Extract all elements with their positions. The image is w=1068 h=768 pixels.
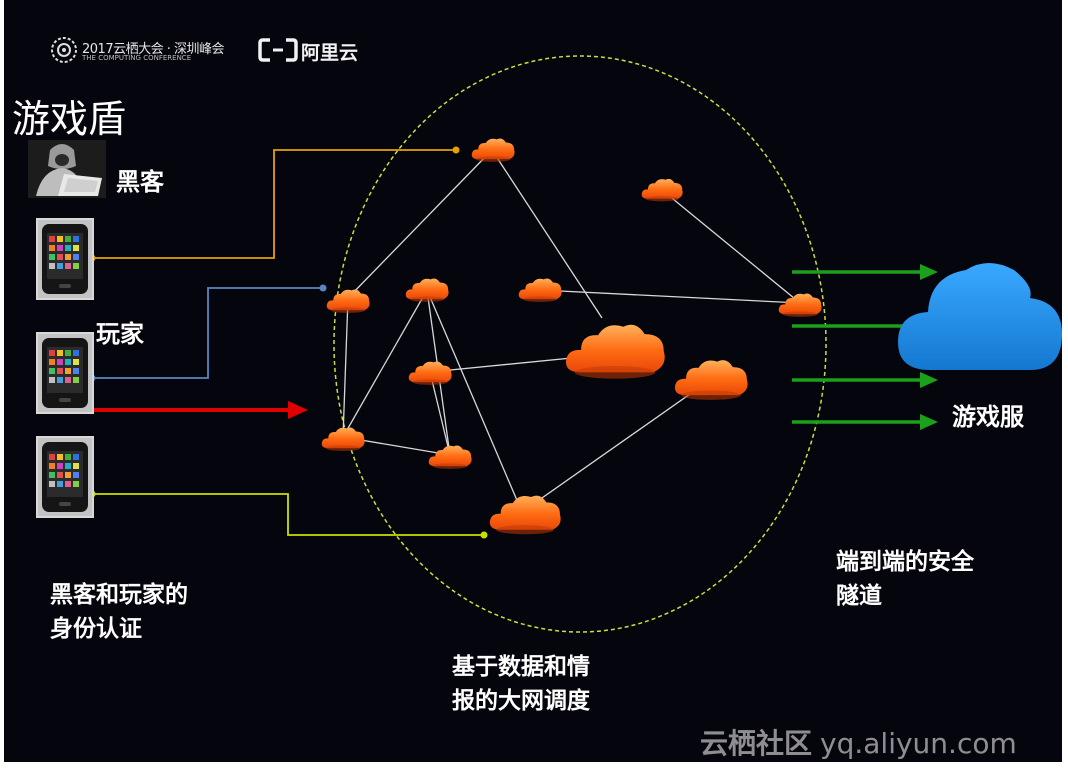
mesh-links	[342, 149, 801, 513]
conference-subtitle: THE COMPUTING CONFERENCE	[82, 54, 192, 62]
conference-logo-icon	[51, 37, 77, 63]
cloud-node-large	[566, 324, 665, 379]
cloud-node	[641, 178, 683, 202]
label-network-scheduling-line2: 报的大网调度	[452, 688, 590, 714]
aliyun-logo-icon	[258, 38, 298, 62]
label-player: 玩家	[96, 320, 144, 348]
label-secure-tunnel: 端到端的安全 隧道	[836, 545, 974, 613]
label-network-scheduling-line1: 基于数据和情	[452, 654, 590, 680]
cloud-node	[321, 427, 365, 451]
label-secure-tunnel-line1: 端到端的安全	[836, 549, 974, 575]
label-network-scheduling: 基于数据和情 报的大网调度	[452, 650, 590, 718]
cloud-node	[518, 278, 562, 302]
label-identity-auth-line1: 黑客和玩家的	[50, 582, 188, 608]
conference-name: 2017云栖大会 · 深圳峰会	[82, 42, 224, 57]
cloud-node	[408, 361, 452, 385]
label-hacker: 黑客	[116, 168, 164, 196]
player2-link	[92, 493, 484, 536]
page-title: 游戏盾	[12, 97, 127, 141]
label-identity-auth: 黑客和玩家的 身份认证	[50, 578, 188, 646]
cloud-nodes	[321, 138, 822, 535]
player2-link-end	[480, 531, 488, 539]
brand-name: 阿里云	[301, 42, 359, 64]
smartphone-icon	[36, 218, 94, 300]
player-link	[92, 287, 323, 379]
hacker-link	[92, 149, 456, 259]
label-game-server: 游戏服	[952, 403, 1024, 431]
cloud-node	[471, 138, 515, 162]
network-boundary	[333, 55, 827, 633]
cloud-node-medium	[489, 495, 561, 535]
brand-logo: 阿里云	[258, 36, 378, 66]
cloud-node	[405, 278, 449, 302]
label-secure-tunnel-line2: 隧道	[836, 583, 882, 609]
hacker-at-laptop-icon	[28, 140, 106, 198]
label-identity-auth-line2: 身份认证	[50, 616, 142, 642]
cloud-node-medium	[674, 360, 748, 400]
watermark-url: yq.aliyun.com	[820, 727, 1017, 760]
player-link-end	[319, 284, 327, 292]
cloud-node	[428, 445, 472, 469]
smartphone-icon	[36, 436, 94, 518]
watermark-name: 云栖社区	[700, 727, 813, 760]
cloud-node	[326, 289, 370, 313]
cloud-node	[778, 293, 822, 317]
game-server-cloud	[898, 263, 1062, 370]
attack-arrow-head	[288, 401, 308, 419]
conference-logo: 2017云栖大会 · 深圳峰会 THE COMPUTING CONFERENCE	[50, 34, 240, 66]
smartphone-icon	[36, 332, 94, 414]
hacker-link-end	[452, 146, 460, 154]
